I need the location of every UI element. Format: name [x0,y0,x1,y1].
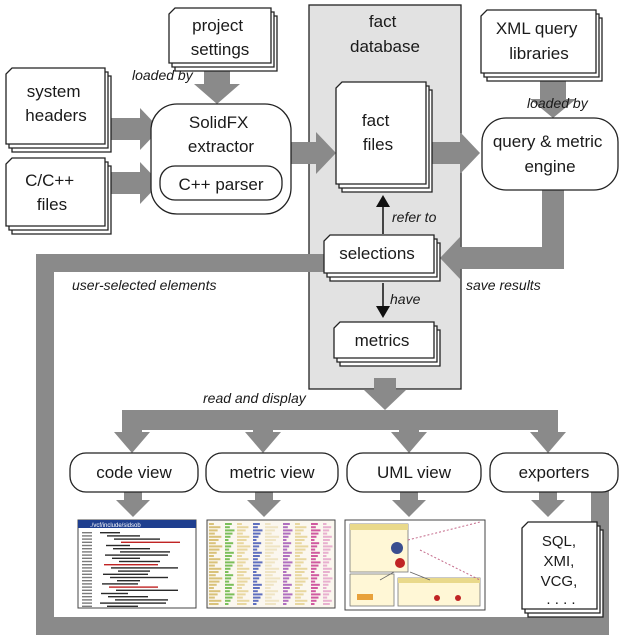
arrows-views-to-outputs [116,492,565,517]
svg-text:XML query libraries: XML query libraries [496,19,582,63]
fact-database-title: fact database [350,12,420,56]
cpp-parser-box [159,165,283,201]
arrow-engine-to-selections [440,188,564,279]
label-read-and-display: read and display [203,390,307,406]
svg-text:SolidFX extractor: SolidFX extractor [188,113,254,156]
xml-libraries-doc: XML query libraries [480,9,603,82]
svg-text:fact files: fact files [362,111,394,154]
svg-text:SQL, XMI, VCG,: SQL, XMI, VCG, . . . . [541,533,582,608]
metric-view-box: metric view [205,452,339,493]
svg-text:UML view: UML view [377,463,452,482]
arrow-extractor-to-facts [290,132,336,174]
svg-text:selections: selections [339,244,415,263]
svg-text:C/C++ files: C/C++ files [25,171,79,214]
svg-text:./vcf/include/sidsob: ./vcf/include/sidsob [90,523,141,529]
arrow-read-and-display [114,378,566,453]
have-arrow [376,283,390,318]
query-metric-engine: query & metric engine [481,117,619,191]
arrow-selections-loop [36,254,609,635]
svg-text:metric view: metric view [229,463,315,482]
metric-view-thumbnail [206,519,336,609]
label-refer-to: refer to [392,209,437,225]
cpp-parser-label: C++ parser [178,175,263,194]
arrow-headers-to-extractor [110,108,160,150]
svg-text:exporters: exporters [519,463,590,482]
exporters-box: exporters [489,452,619,493]
arrow-libraries-to-engine [530,78,576,118]
fact-files-doc: fact files [335,81,433,193]
export-formats-doc: SQL, XMI, VCG, . . . . [521,521,604,618]
label-loaded-by-right: loaded by [527,95,589,111]
uml-view-box: UML view [346,452,482,493]
refer-to-arrow [376,195,390,234]
svg-text:system headers: system headers [25,82,86,125]
source-files-doc: C/C++ files [5,157,112,235]
solidfx-extractor: SolidFX extractor C++ parser [150,103,292,215]
svg-text:query & metric engine: query & metric engine [493,132,607,176]
code-view-thumbnail: ./vcf/include/sidsob [77,519,197,609]
arrow-facts-to-engine [432,132,480,174]
label-save-results: save results [466,277,541,293]
label-user-selected: user-selected elements [72,277,216,293]
metrics-doc: metrics [333,321,441,367]
code-view-box: code view [69,452,199,493]
arrow-files-to-extractor [110,162,160,204]
label-have: have [390,291,421,307]
uml-view-thumbnail [344,519,486,611]
project-settings-doc: project settings [168,7,278,72]
system-headers-doc: system headers [5,67,112,153]
selections-doc: selections [323,234,441,282]
svg-text:metrics: metrics [355,331,410,350]
svg-text:project settings: project settings [191,16,250,59]
svg-text:code view: code view [96,463,172,482]
